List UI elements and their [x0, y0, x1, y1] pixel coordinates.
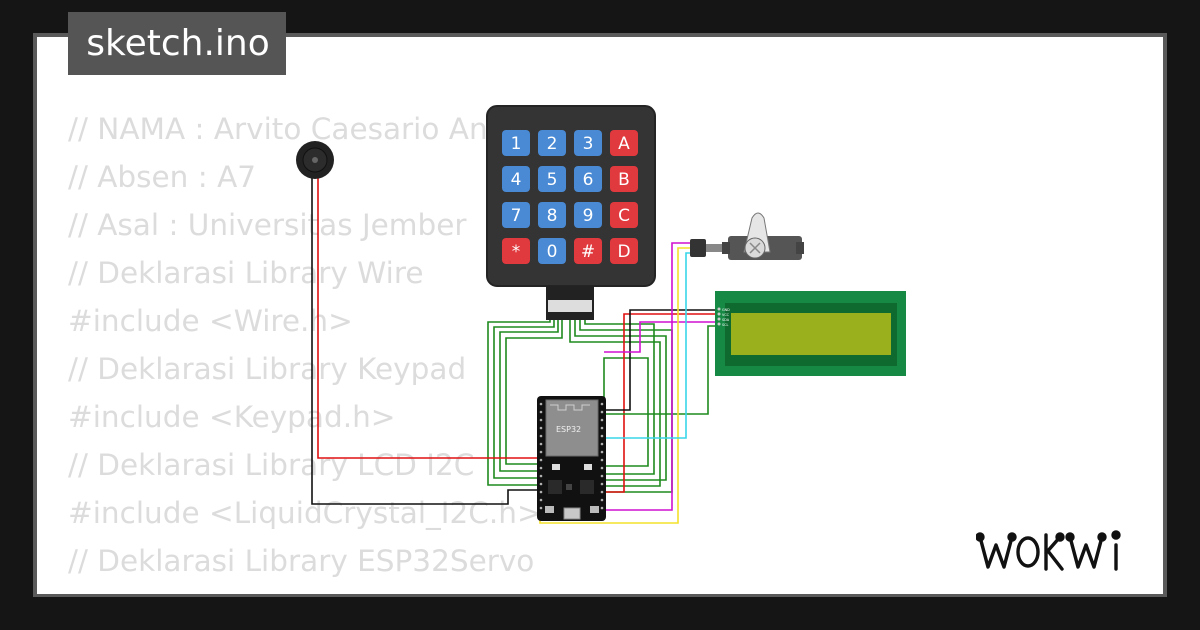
- lcd-pin-label: SDA: [722, 318, 730, 322]
- file-tab: sketch.ino: [68, 12, 286, 75]
- keypad-key-label: 1: [511, 134, 522, 154]
- lcd-pin-label: SCL: [722, 323, 729, 327]
- keypad-key[interactable]: C: [610, 202, 638, 228]
- keypad-key[interactable]: *: [502, 238, 530, 264]
- keypad-key[interactable]: #: [574, 238, 602, 264]
- lcd-display[interactable]: GND VCC SDA SCL: [715, 291, 906, 376]
- esp32-board[interactable]: ESP32: [537, 396, 606, 521]
- code-line: #include <Keypad.h>: [68, 400, 396, 434]
- code-line: // Asal : Universitas Jember: [68, 208, 467, 242]
- keypad-key-label: 5: [547, 170, 558, 190]
- wire-magenta: [604, 242, 690, 511]
- keypad-key[interactable]: 7: [502, 202, 530, 228]
- lcd-pin-label: GND: [722, 308, 730, 312]
- wire-green: [505, 318, 563, 465]
- buzzer-icon[interactable]: [296, 141, 334, 179]
- wire-black: [604, 309, 722, 411]
- keypad-key[interactable]: 9: [574, 202, 602, 228]
- keypad-key-label: 9: [583, 206, 594, 226]
- keypad-key-label: 3: [583, 134, 594, 154]
- keypad-key[interactable]: 5: [538, 166, 566, 192]
- keypad-key[interactable]: 3: [574, 130, 602, 156]
- keypad-key-label: D: [617, 242, 630, 262]
- wire-green: [569, 318, 661, 487]
- wire-red: [604, 313, 722, 493]
- wire-green: [584, 318, 655, 475]
- code-line: #include <Wire.h>: [68, 304, 353, 338]
- keypad-key[interactable]: 6: [574, 166, 602, 192]
- wire-green: [499, 318, 559, 472]
- keypad-key[interactable]: A: [610, 130, 638, 156]
- code-line: #include <LiquidCrystal_I2C.h>: [68, 496, 542, 530]
- keypad-key-label: 2: [547, 134, 558, 154]
- keypad-key[interactable]: 4: [502, 166, 530, 192]
- wokwi-logo: [976, 530, 1121, 571]
- code-line: #include <ESP32Servo.h>: [68, 585, 649, 594]
- keypad-keys: 1 2 3 A 4 5 6 B 7 8 9 C * 0 # D: [502, 130, 638, 264]
- code-line: // Absen : A7: [68, 160, 257, 194]
- keypad-key-label: 6: [583, 170, 594, 190]
- keypad-key-label: A: [618, 134, 630, 154]
- keypad-key-label: 4: [511, 170, 522, 190]
- wire-cyan: [604, 252, 690, 439]
- code-line: // Deklarasi Library Wire: [68, 256, 424, 290]
- keypad-key-label: *: [512, 242, 521, 262]
- keypad-key-label: 8: [547, 206, 558, 226]
- servo-icon[interactable]: [690, 212, 804, 260]
- keypad-key-label: 7: [511, 206, 522, 226]
- wire-green: [574, 318, 667, 481]
- code-line: // Deklarasi Library Keypad: [68, 352, 467, 386]
- keypad-key-label: 0: [547, 242, 558, 262]
- keypad-key-label: B: [618, 170, 630, 190]
- lcd-pin-label: VCC: [722, 313, 730, 317]
- keypad-key-label: #: [581, 242, 595, 262]
- keypad-key[interactable]: 8: [538, 202, 566, 228]
- keypad-key[interactable]: 1: [502, 130, 530, 156]
- wire-green: [493, 318, 555, 479]
- wire-red: [317, 178, 540, 459]
- wire-black: [311, 178, 540, 505]
- code-line: // Deklarasi Library LCD I2C: [68, 448, 475, 482]
- keypad-key[interactable]: 2: [538, 130, 566, 156]
- code-line: // Deklarasi Library ESP32Servo: [68, 544, 535, 578]
- wire-green: [603, 357, 649, 467]
- esp32-label: ESP32: [556, 425, 581, 434]
- keypad-key[interactable]: B: [610, 166, 638, 192]
- wire-green: [487, 318, 551, 486]
- keypad-key[interactable]: 0: [538, 238, 566, 264]
- wire-green: [604, 325, 722, 415]
- keypad-key[interactable]: D: [610, 238, 638, 264]
- wire-magenta: [604, 321, 722, 353]
- keypad-key-label: C: [618, 206, 630, 226]
